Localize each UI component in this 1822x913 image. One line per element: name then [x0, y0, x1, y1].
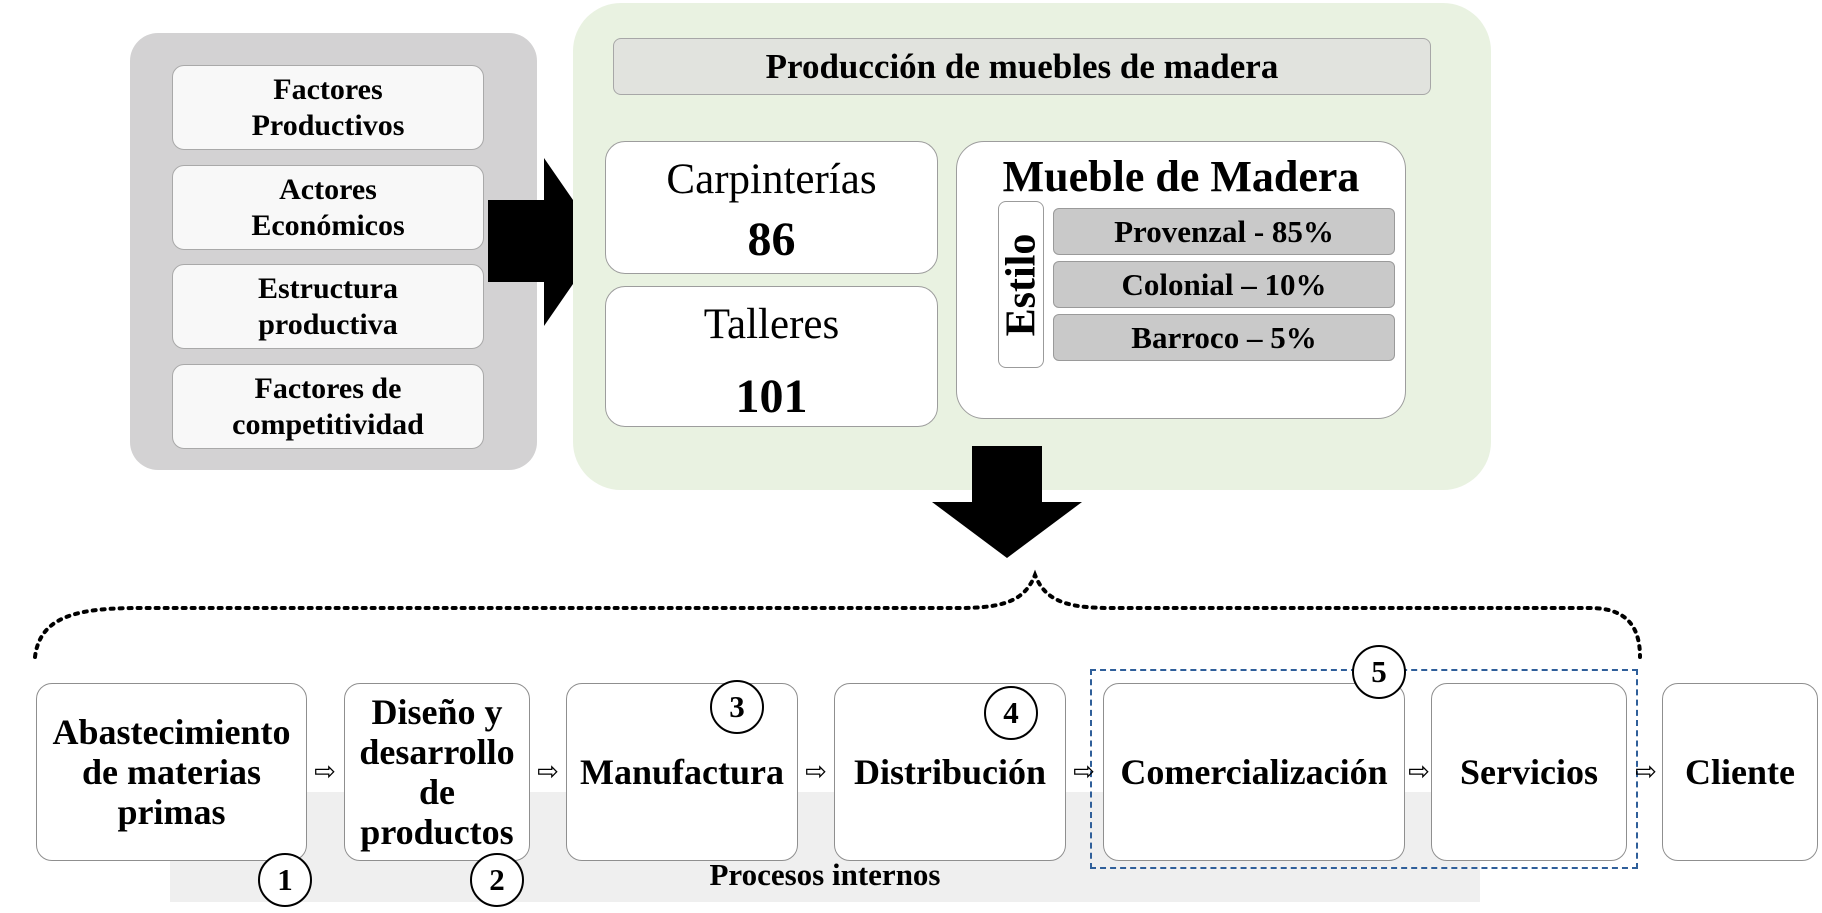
step-label: Abastecimiento de materias primas [52, 712, 291, 832]
factor-productivos: Factores Productivos [172, 65, 484, 150]
production-title-text: Producción de muebles de madera [765, 46, 1279, 86]
style-label: Barroco – 5% [1131, 319, 1317, 355]
step-cliente: Cliente [1662, 683, 1818, 861]
internal-processes-label: Procesos internos [709, 857, 941, 892]
outline-arrow-right-icon: ⇨ [1408, 757, 1430, 787]
outline-arrow-right-icon: ⇨ [805, 757, 827, 787]
step-label: Manufactura [580, 752, 784, 792]
step-label: Cliente [1685, 752, 1795, 792]
step-number-1: 1 [258, 853, 312, 907]
style-colonial: Colonial – 10% [1053, 261, 1395, 308]
talleres-value: 101 [735, 369, 808, 423]
carpinterias-box: Carpinterías 86 [605, 141, 938, 274]
style-label: Provenzal - 85% [1114, 213, 1334, 249]
talleres-box: Talleres 101 [605, 286, 938, 427]
factor-label: Factores Productivos [251, 72, 405, 142]
step-servicios: Servicios [1431, 683, 1627, 861]
factor-actores: Actores Económicos [172, 165, 484, 250]
production-title: Producción de muebles de madera [613, 38, 1431, 95]
outline-arrow-right-icon: ⇨ [1635, 757, 1657, 787]
step-number-3: 3 [710, 680, 764, 734]
step-label: Diseño y desarrollo de productos [359, 692, 515, 852]
talleres-label: Talleres [703, 300, 840, 348]
step-number-5: 5 [1352, 645, 1406, 699]
carpinterias-label: Carpinterías [666, 155, 877, 203]
factor-label: Estructura productiva [258, 271, 398, 341]
factor-estructura: Estructura productiva [172, 264, 484, 349]
estilo-box: Estilo [998, 201, 1044, 368]
step-label: Servicios [1460, 752, 1598, 792]
step-distribucion: Distribución [834, 683, 1066, 861]
step-number-2: 2 [470, 853, 524, 907]
step-label: Distribución [853, 752, 1047, 792]
step-label: Comercialización [1120, 752, 1388, 792]
style-label: Colonial – 10% [1121, 266, 1327, 302]
block-arrow-down-icon [932, 446, 1082, 558]
factor-competitividad: Factores de competitividad [172, 364, 484, 449]
mueble-title: Mueble de Madera [1002, 151, 1360, 201]
step-diseno: Diseño y desarrollo de productos [344, 683, 530, 861]
outline-arrow-right-icon: ⇨ [1073, 757, 1095, 787]
step-comercializacion: Comercialización [1103, 683, 1405, 861]
outline-arrow-right-icon: ⇨ [537, 757, 559, 787]
outline-arrow-right-icon: ⇨ [314, 757, 336, 787]
block-arrow-right-icon [488, 158, 602, 326]
style-barroco: Barroco – 5% [1053, 314, 1395, 361]
style-provenzal: Provenzal - 85% [1053, 208, 1395, 255]
factor-label: Factores de competitividad [232, 371, 424, 441]
carpinterias-value: 86 [747, 212, 796, 266]
step-abastecimiento: Abastecimiento de materias primas [36, 683, 307, 861]
factor-label: Actores Económicos [251, 172, 405, 242]
step-number-4: 4 [984, 686, 1038, 740]
